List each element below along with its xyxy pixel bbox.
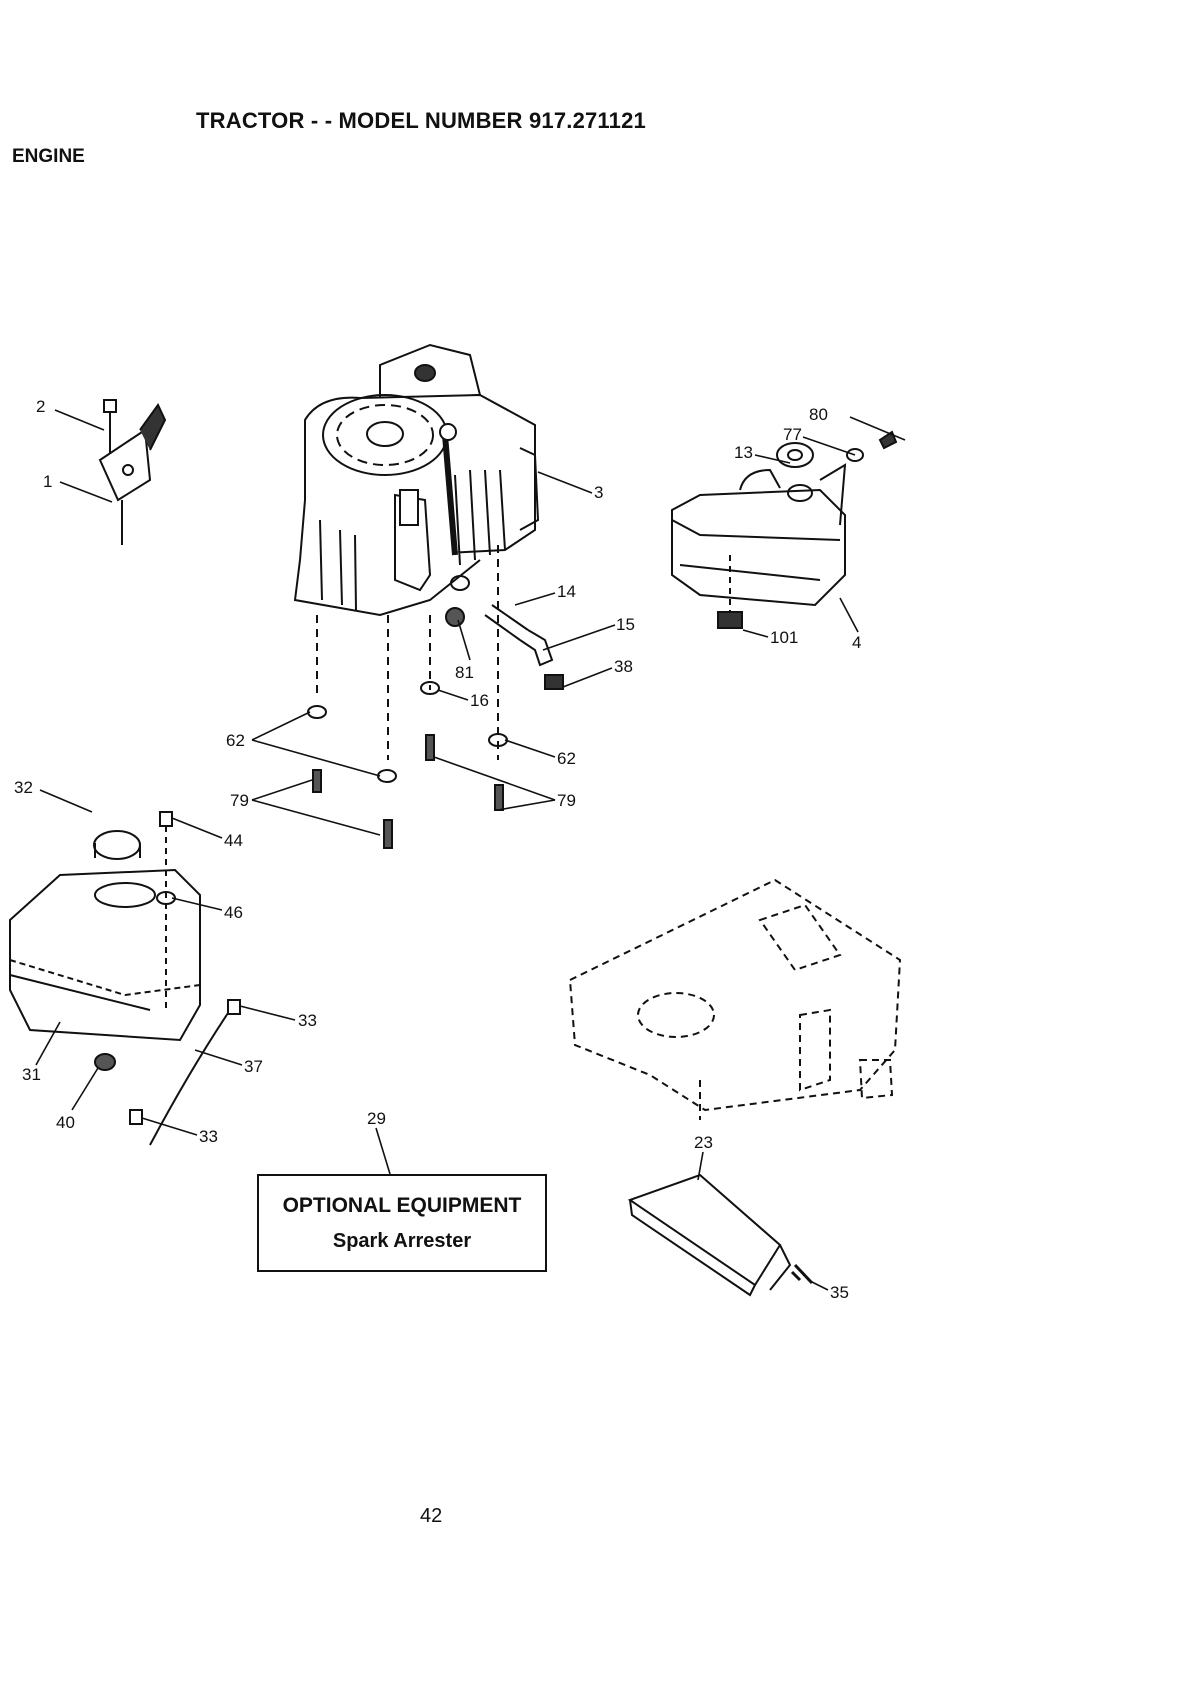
- callout-40: 40: [56, 1113, 75, 1132]
- callout-29: 29: [367, 1109, 386, 1128]
- callout-33-lower: 33: [199, 1127, 218, 1146]
- callout-80: 80: [809, 405, 828, 424]
- fuel-tank-drawing: [10, 812, 240, 1145]
- callout-38: 38: [614, 657, 633, 676]
- callout-4: 4: [852, 633, 861, 652]
- callout-31: 31: [22, 1065, 41, 1084]
- callout-35: 35: [830, 1283, 849, 1302]
- throttle-control-drawing: [100, 400, 165, 545]
- frame-drawing: [570, 880, 900, 1120]
- callout-101: 101: [770, 628, 798, 647]
- callout-14: 14: [557, 582, 576, 601]
- callout-16: 16: [470, 691, 489, 710]
- optional-equipment-item: Spark Arrester: [259, 1230, 545, 1253]
- muffler-shield-drawing: [630, 1175, 812, 1295]
- callout-13: 13: [734, 443, 753, 462]
- callout-46: 46: [224, 903, 243, 922]
- callout-81: 81: [455, 663, 474, 682]
- optional-equipment-box: OPTIONAL EQUIPMENT Spark Arrester: [257, 1174, 547, 1272]
- callout-62-left: 62: [226, 731, 245, 750]
- callout-1: 1: [43, 472, 52, 491]
- callout-62-right: 62: [557, 749, 576, 768]
- callout-23: 23: [694, 1133, 713, 1152]
- callout-79-left: 79: [230, 791, 249, 810]
- optional-equipment-heading: OPTIONAL EQUIPMENT: [259, 1194, 545, 1218]
- callout-37: 37: [244, 1057, 263, 1076]
- callout-32: 32: [14, 778, 33, 797]
- callout-2: 2: [36, 397, 45, 416]
- engine-drawing: [295, 345, 538, 615]
- callout-33-upper: 33: [298, 1011, 317, 1030]
- page-number: 42: [420, 1505, 442, 1528]
- callout-44: 44: [224, 831, 243, 850]
- callout-3: 3: [594, 483, 603, 502]
- callout-79-right: 79: [557, 791, 576, 810]
- callout-77: 77: [783, 425, 802, 444]
- callout-15: 15: [616, 615, 635, 634]
